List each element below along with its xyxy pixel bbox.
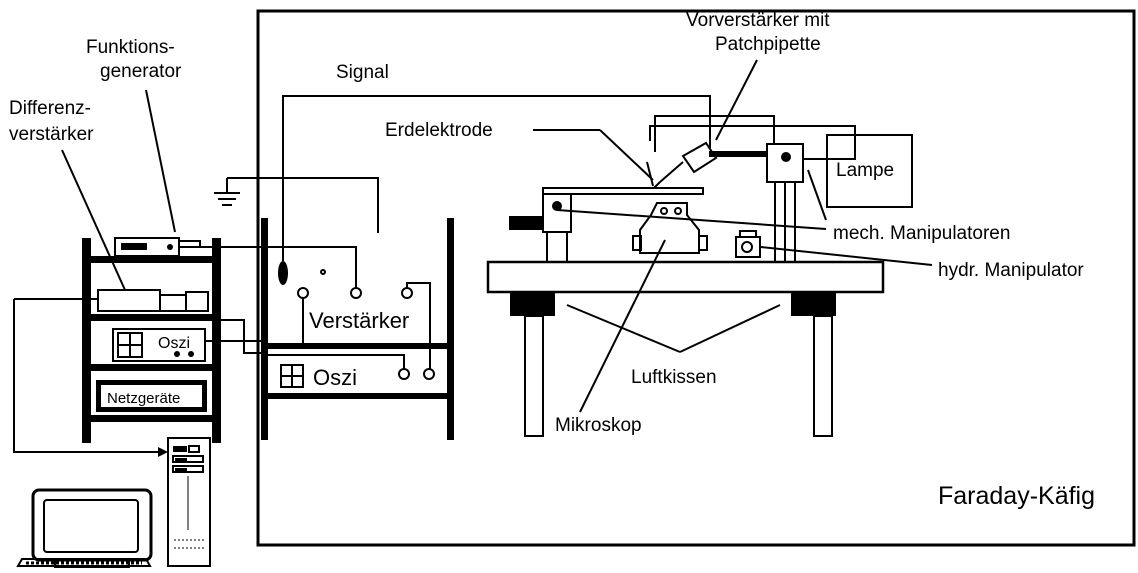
lampe-label: Lampe xyxy=(836,160,894,181)
amplifier-indicator xyxy=(320,269,326,275)
differenzverstaerker-pointer xyxy=(61,149,126,291)
hydr-manipulator-pointer xyxy=(760,246,933,266)
luftkissen-label: Luftkissen xyxy=(631,367,717,388)
large-oscilloscope-screen-icon xyxy=(280,364,304,388)
computer-tower-icon xyxy=(167,437,211,567)
diff-amplifier-module xyxy=(159,294,187,312)
rack-shelf-4 xyxy=(82,415,221,422)
air-cushion-right xyxy=(791,292,836,316)
computer-wire-arrow xyxy=(158,447,168,457)
ground-electrode-wire xyxy=(649,125,856,141)
mikroskop-label: Mikroskop xyxy=(555,415,642,436)
oszi-link-wire xyxy=(205,319,262,354)
luftkissen-pointer-left xyxy=(566,304,681,353)
vorverstaerker-label-line2: Patchpipette xyxy=(715,34,821,55)
amp-rack-shelf-1 xyxy=(261,343,454,349)
preamp-holder-bar xyxy=(709,151,767,157)
funktionsgenerator-label-line1: Funktions- xyxy=(86,37,175,58)
microscope-stage-plate xyxy=(542,187,704,195)
differenzverstaerker-label-line2: verstärker xyxy=(9,124,94,145)
ground-wire xyxy=(227,177,379,233)
small-oscilloscope-knob-2 xyxy=(188,351,194,357)
netzgeraete-label: Netzgeräte xyxy=(107,390,180,407)
diff-amplifier-box xyxy=(97,289,161,312)
table-top xyxy=(486,260,885,294)
computer-monitor-icon xyxy=(31,488,153,569)
amp-rack-shelf-2 xyxy=(261,393,454,399)
mech-manipulatoren-label: mech. Manipulatoren xyxy=(833,223,1010,244)
amplifier-probe-head xyxy=(278,261,288,285)
amplifier-rack: Verstärker Oszi xyxy=(261,218,454,440)
rack-shelf-2 xyxy=(82,314,221,321)
erdelektrode-label: Erdelektrode xyxy=(385,120,493,141)
rack-shelf-1 xyxy=(82,256,221,263)
generator-to-amp-wire xyxy=(283,246,357,288)
generator-wire-2 xyxy=(179,240,201,247)
differenzverstaerker-label-line1: Differenz- xyxy=(9,98,91,119)
power-supply-face xyxy=(101,385,202,407)
verstaerker-label: Verstärker xyxy=(309,308,409,333)
diff-amplifier-module-2 xyxy=(185,291,209,312)
lamp-box xyxy=(826,134,913,208)
ground-symbol xyxy=(214,178,240,206)
keyboard-icon xyxy=(16,558,152,567)
table-leg-left xyxy=(524,315,544,437)
small-oscilloscope-screen-icon xyxy=(117,332,143,358)
preamp-wire xyxy=(654,115,775,152)
vibration-table xyxy=(486,260,885,437)
vorverstaerker-label-line1: Vorverstärker mit xyxy=(686,10,830,31)
mech-manipulatoren-pointer-left xyxy=(556,209,827,230)
funktionsgenerator-pointer xyxy=(145,89,176,233)
luftkissen-pointer-right xyxy=(679,304,781,353)
rack-shelf-3 xyxy=(82,364,221,371)
oscilloscope-jack-2 xyxy=(423,368,435,380)
equipment-rack: Oszi Netzgeräte xyxy=(82,237,221,443)
oscilloscope-jack-1 xyxy=(398,368,410,380)
amplifier-jack-2 xyxy=(350,287,362,299)
function-generator-knob xyxy=(167,244,173,250)
function-generator-display xyxy=(121,243,147,250)
mikroskop-pointer xyxy=(579,239,666,413)
vorverstaerker-pointer xyxy=(715,59,758,141)
hydraulic-manipulator xyxy=(735,230,761,258)
erdelektrode-pointer-2 xyxy=(599,129,654,181)
small-oscilloscope-box xyxy=(112,328,206,362)
amp-rack-left-post xyxy=(261,218,268,440)
air-cushion-left xyxy=(510,292,555,316)
table-leg-right xyxy=(813,315,833,437)
mech-manipulatoren-pointer-right xyxy=(807,169,827,221)
faraday-cage-frame xyxy=(256,9,1136,547)
preamplifier-with-pipette xyxy=(653,141,718,189)
computer-wire xyxy=(13,299,163,453)
amp-to-osc-wire xyxy=(406,282,431,369)
rack-left-post xyxy=(82,238,91,443)
microscope xyxy=(632,202,708,254)
left-mech-manipulator xyxy=(509,193,572,263)
faraday-kaefig-label: Faraday-Käfig xyxy=(938,482,1095,510)
small-oscilloscope-knob-1 xyxy=(174,351,180,357)
lamp-wire xyxy=(803,134,856,160)
amplifier-jack-3 xyxy=(401,287,413,299)
oszi-large-label: Oszi xyxy=(313,365,357,390)
amp-rack-right-post xyxy=(447,218,454,440)
amplifier-jack-1 xyxy=(297,287,309,299)
signal-label: Signal xyxy=(336,62,389,83)
oszi-small-label: Oszi xyxy=(158,335,190,352)
hydr-manipulator-label: hydr. Manipulator xyxy=(938,260,1084,281)
osc-input-wire xyxy=(268,354,405,369)
signal-wire xyxy=(282,95,711,261)
funktionsgenerator-label-line2: generator xyxy=(100,61,182,82)
right-mech-manipulator xyxy=(766,143,804,263)
ground-electrode xyxy=(646,161,654,187)
